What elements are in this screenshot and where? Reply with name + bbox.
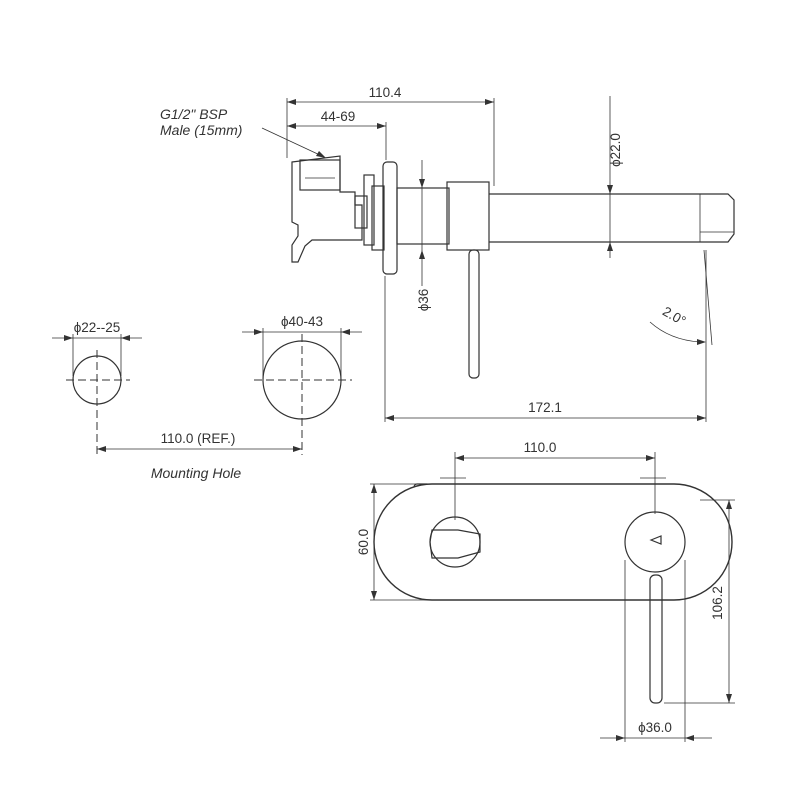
valve-body — [291, 155, 363, 263]
arrow — [455, 455, 464, 461]
side-lever — [468, 249, 480, 379]
arrow — [685, 735, 694, 741]
thread-leader — [261, 127, 323, 157]
dim-hole-small: ϕ22--25 — [74, 320, 121, 335]
arrow — [316, 151, 326, 158]
valve-cap — [299, 159, 341, 191]
arrow — [607, 185, 613, 194]
dim-plate-height: 60.0 — [356, 529, 371, 555]
dim-lever-height: 106.2 — [710, 586, 725, 620]
arrow — [341, 329, 350, 335]
dim-dia-36-front: ϕ36.0 — [638, 720, 672, 735]
cover-plate-front — [373, 483, 733, 601]
dim-dia-36-side: ϕ36 — [416, 289, 431, 312]
arrow — [371, 591, 377, 600]
cover-plate — [382, 161, 398, 275]
arrow — [64, 335, 73, 341]
mounting-hole-caption: Mounting Hole — [151, 465, 241, 481]
arrow — [607, 242, 613, 251]
arrow — [385, 415, 394, 421]
plate-seal — [363, 174, 375, 246]
front-view: 110.0 60.0 106.2 ϕ36.0 — [356, 440, 735, 742]
arrow — [726, 694, 732, 703]
arrow — [287, 99, 296, 105]
dim-172-1: 172.1 — [528, 400, 562, 415]
arrow — [121, 335, 130, 341]
valve-nut — [354, 195, 368, 229]
arrow — [377, 123, 386, 129]
knurled-handle — [446, 181, 490, 251]
arrow — [697, 415, 706, 421]
dim-angle: 2.0° — [660, 304, 688, 329]
dim-110-4: 110.4 — [369, 85, 402, 100]
mounting-holes: ϕ22--25 ϕ40-43 110.0 (REF.) Mounting Hol… — [52, 314, 362, 481]
arrow — [726, 500, 732, 509]
arrow — [485, 99, 494, 105]
side-view: 110.4 44-69 G1/2" BSP Male (15mm) ϕ22.0 … — [160, 85, 735, 422]
thread-spec-line2: Male (15mm) — [160, 122, 242, 138]
dim-plate-spacing: 110.0 — [524, 440, 557, 455]
arrow — [254, 329, 263, 335]
arrow — [646, 455, 655, 461]
angle-arc — [649, 321, 701, 343]
dim-hole-spacing: 110.0 (REF.) — [161, 431, 236, 446]
arrow — [419, 179, 425, 188]
dim-hole-large: ϕ40-43 — [281, 314, 323, 329]
arrow — [697, 339, 706, 345]
arrow — [616, 735, 625, 741]
spout — [489, 193, 735, 243]
plate-flange — [371, 185, 385, 251]
dim-dia-22: ϕ22.0 — [608, 133, 623, 167]
collar — [396, 187, 450, 245]
arrow — [419, 250, 425, 259]
dim-44-69: 44-69 — [321, 109, 356, 124]
dial-mark — [649, 535, 662, 545]
arrow — [371, 484, 377, 493]
thread-spec-line1: G1/2" BSP — [160, 106, 228, 122]
arrow — [293, 446, 302, 452]
arrow — [97, 446, 106, 452]
knob-body — [429, 529, 481, 559]
front-lever — [649, 574, 663, 704]
arrow — [287, 123, 296, 129]
angle-line — [703, 249, 713, 346]
